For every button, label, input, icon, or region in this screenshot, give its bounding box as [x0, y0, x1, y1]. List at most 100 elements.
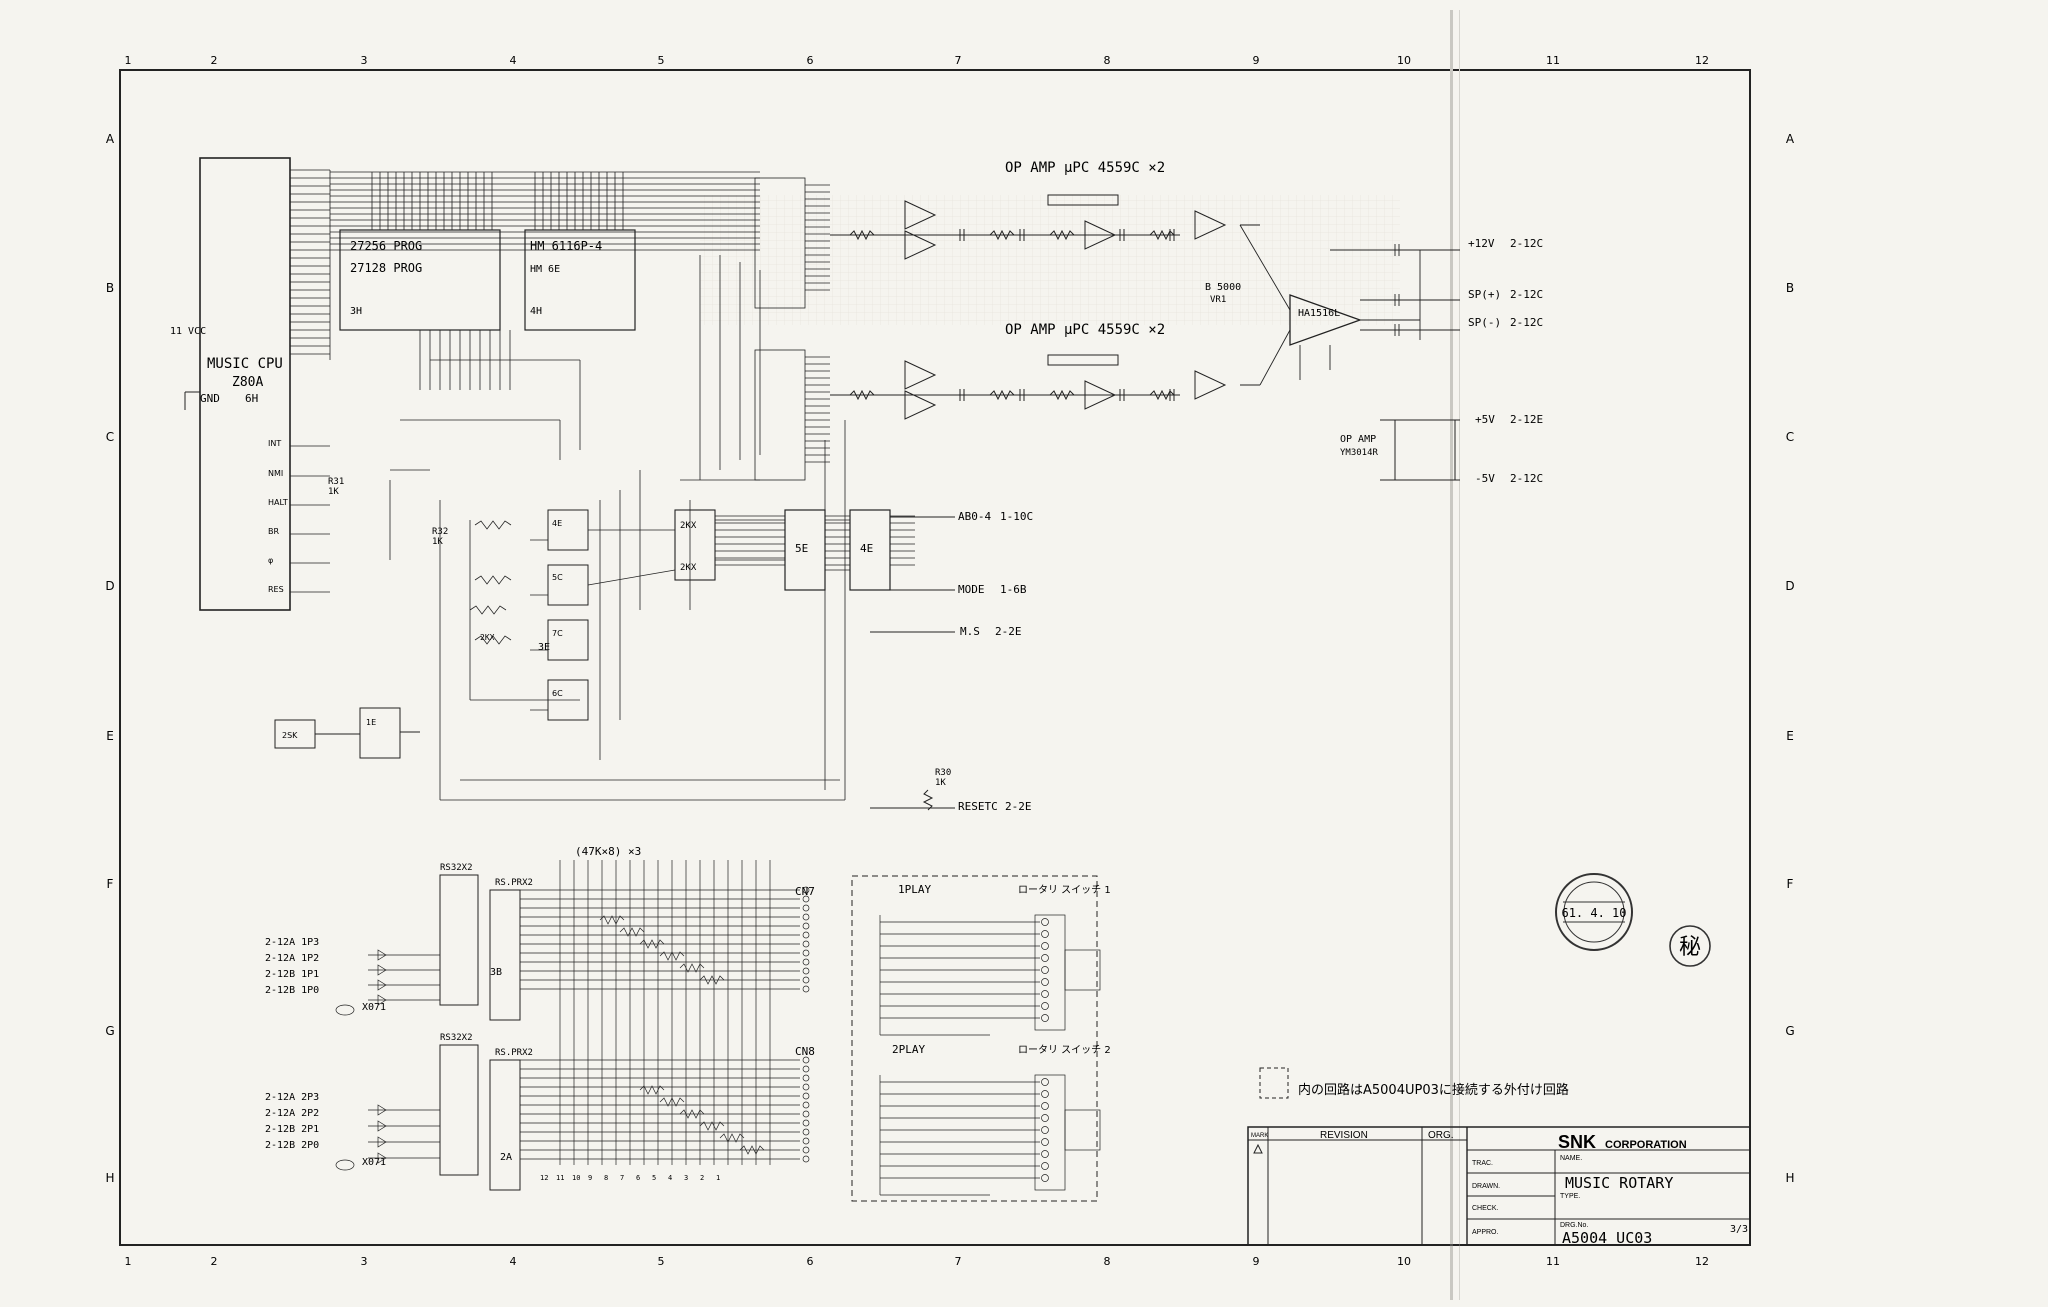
p1-in-0: 2-12B 1P0	[265, 985, 319, 996]
p1-in-1: 2-12B 1P1	[265, 969, 319, 980]
resarray-2: RS.PRX2	[495, 1048, 533, 1058]
out-m5v-ref: 2-12C	[1510, 472, 1543, 485]
col-marker-bottom: 7	[955, 1255, 962, 1268]
latch-5e-label: 5E	[795, 542, 808, 555]
sig-resetc-ref: 2-2E	[1005, 800, 1032, 813]
z80a-chip	[199, 157, 291, 611]
tb-name: MUSIC ROTARY	[1565, 1174, 1673, 1192]
rom-alt: 27128 PROG	[350, 261, 422, 275]
resarray-1: RS.PRX2	[495, 878, 533, 888]
gate-2kx-a	[674, 509, 716, 581]
tb-drg-label: DRG.No.	[1560, 1222, 1588, 1229]
latch-4e	[849, 509, 891, 591]
row-marker-left: F	[107, 877, 114, 891]
row-marker-right: F	[1787, 877, 1794, 891]
r30-label: R30	[935, 768, 951, 778]
col-marker-top: 10	[1397, 54, 1411, 67]
clock-circuit: 2SK 1E	[274, 707, 420, 759]
col-marker-top: 2	[211, 54, 218, 67]
pin-number: 4	[668, 1174, 672, 1182]
pin-number: 2	[700, 1174, 704, 1182]
col-marker-bottom: 1	[125, 1255, 132, 1268]
col-marker-bottom: 11	[1546, 1255, 1560, 1268]
amp-ref-label: VR1	[1210, 295, 1226, 305]
row-marker-right: D	[1785, 579, 1794, 593]
col-marker-bottom: 10	[1397, 1255, 1411, 1268]
ram-chip	[524, 229, 636, 331]
note: 内の回路はA5004UP03に接続する外付け回路	[1259, 1067, 1569, 1099]
play1-switch: ロータリ スイッチ 1	[1018, 884, 1111, 896]
buffer-p2-label: RS32X2	[440, 1033, 473, 1043]
gate-7c-label: 7C	[552, 629, 563, 638]
gate-6c	[547, 679, 589, 721]
out-5v-ref: 2-12E	[1510, 413, 1543, 426]
date-stamp	[1555, 873, 1633, 951]
latch-4e-label: 4E	[860, 542, 873, 555]
latch-5e	[784, 509, 826, 591]
stamp-date: 61. 4. 10	[1561, 906, 1626, 920]
col-marker-bottom: 4	[510, 1255, 517, 1268]
row-marker-right: H	[1785, 1171, 1794, 1185]
power-amp: HA1516L B 5000 VR1 +12V 2-12C SP(+) 2-12…	[1205, 224, 1543, 485]
sig-mode-ref: 1-6B	[1000, 583, 1027, 596]
col-marker-top: 8	[1104, 54, 1111, 67]
row-marker-left: G	[105, 1024, 114, 1038]
tb-drawn: DRAWN.	[1472, 1183, 1500, 1190]
row-marker-right: G	[1785, 1024, 1794, 1038]
pin-number: 1	[716, 1174, 720, 1182]
tb-revision: REVISION	[1320, 1130, 1368, 1141]
row-marker-right: C	[1786, 430, 1794, 444]
col-marker-bottom: 2	[211, 1255, 218, 1268]
col-marker-top: 5	[658, 54, 665, 67]
tb-company: SNK	[1558, 1132, 1596, 1152]
col-marker-bottom: 9	[1253, 1255, 1260, 1268]
col-marker-top: 3	[361, 54, 368, 67]
rotary-switch-box: 1PLAY ロータリ スイッチ 1 2PLAY ロータリ スイッチ 2	[851, 875, 1111, 1202]
row-marker-right: B	[1786, 281, 1794, 295]
p2-in-3: 2-12A 2P3	[265, 1092, 319, 1103]
play2-switch: ロータリ スイッチ 2	[1018, 1044, 1111, 1056]
col-marker-top: 11	[1546, 54, 1560, 67]
row-marker-left: C	[106, 430, 114, 444]
tb-mark: MARK	[1251, 1133, 1268, 1139]
out-12v: +12V	[1468, 237, 1495, 250]
pin-nmi: NMI	[268, 469, 283, 478]
clock-loc: 1E	[366, 718, 376, 727]
x071-2: X071	[362, 1157, 386, 1168]
latch-block: 5E 4E 3E 2KX 2KX 4E 5C 7C 6C 2KX	[480, 509, 891, 721]
amp-tag-label: B 5000	[1205, 282, 1241, 293]
sig-ms: M.S	[960, 625, 980, 638]
tb-org: ORG.	[1428, 1130, 1454, 1141]
gate-7c	[547, 619, 589, 661]
x071-1: X071	[362, 1002, 386, 1013]
r32-value: 1K	[432, 537, 443, 547]
row-marker-right: A	[1786, 132, 1795, 146]
opamp-ps-label: OP AMP	[1340, 434, 1376, 445]
gate-2kx-b-label: 2KX	[680, 563, 697, 573]
clock-part: 2SK	[282, 731, 298, 740]
col-marker-bottom: 8	[1104, 1255, 1111, 1268]
out-spn: SP(-)	[1468, 316, 1501, 329]
pin-number: 5	[652, 1174, 656, 1182]
approval-stamps: 61. 4. 10 秘	[1555, 873, 1711, 967]
opamp-section-mid: OP AMP μPC 4559C ×2	[830, 322, 1260, 420]
gate-2kx-a-label: 2KX	[680, 521, 697, 531]
pin-halt: HALT	[268, 498, 288, 507]
ha1516l-amp	[1289, 294, 1362, 346]
amp-ic-label: HA1516L	[1298, 308, 1340, 319]
row-marker-left: B	[106, 281, 114, 295]
p2-in-0: 2-12B 2P0	[265, 1140, 319, 1151]
sig-ms-ref: 2-2E	[995, 625, 1022, 638]
pin-number: 9	[588, 1174, 592, 1182]
rom-loc: 3H	[350, 306, 362, 317]
p2-in-1: 2-12B 2P1	[265, 1124, 319, 1135]
opamp-top-title: OP AMP μPC 4559C ×2	[1005, 160, 1165, 176]
sig-ab-ref: 1-10C	[1000, 510, 1033, 523]
pin-phi: φ	[268, 556, 273, 565]
tb-company-suffix: CORPORATION	[1605, 1139, 1687, 1151]
logic-wiring	[389, 255, 915, 801]
p2-in-2: 2-12A 2P2	[265, 1108, 319, 1119]
cpu-loc: 6H	[245, 392, 258, 405]
